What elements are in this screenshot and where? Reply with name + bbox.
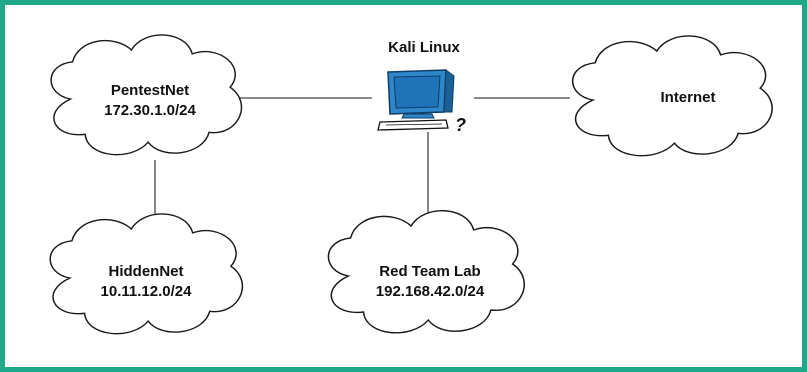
cloud-redteam-name: Red Team Lab: [379, 263, 480, 280]
cloud-redteam-subnet: 192.168.42.0/24: [376, 283, 485, 300]
question-mark-icon: ?: [455, 115, 466, 135]
cloud-internet-name: Internet: [660, 89, 715, 106]
cloud-hiddennet-name: HiddenNet: [109, 263, 184, 280]
cloud-pentestnet-subnet: 172.30.1.0/24: [104, 102, 196, 119]
cloud-pentestnet-name: PentestNet: [111, 82, 189, 99]
cloud-hiddennet-subnet: 10.11.12.0/24: [101, 283, 193, 300]
computer-icon: [377, 69, 455, 131]
kali-label: Kali Linux: [388, 39, 460, 56]
